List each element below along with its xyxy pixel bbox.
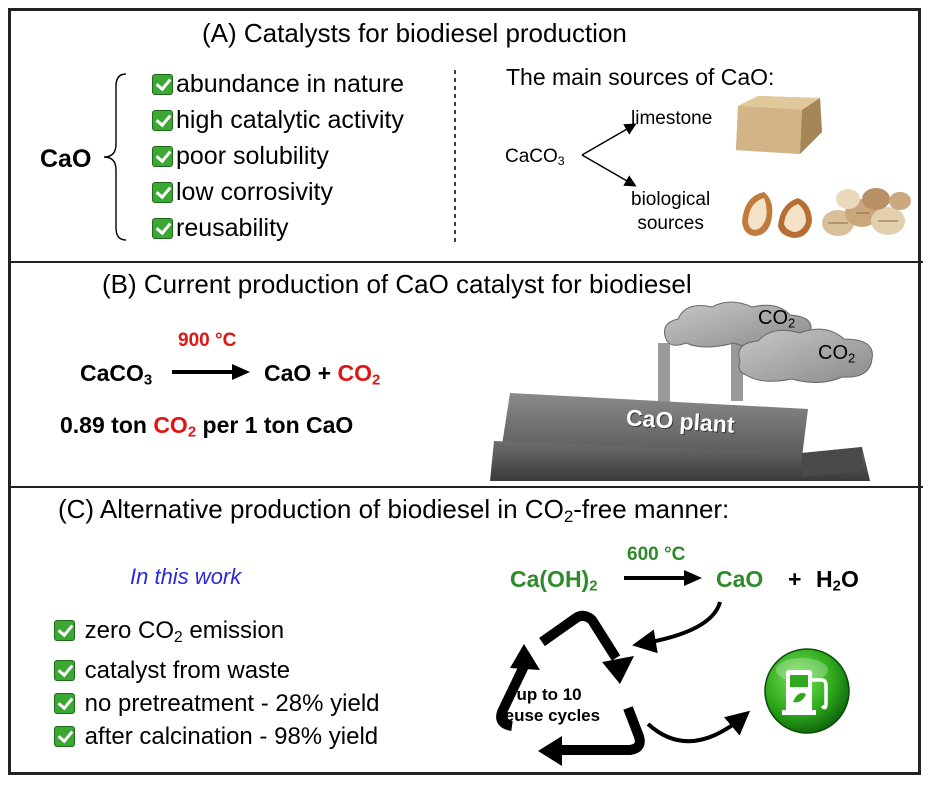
reaction-arrow-c <box>624 570 702 586</box>
cao-product: CaO <box>716 566 764 592</box>
recycle-icon <box>496 601 751 766</box>
cloud-label-1: CO2 <box>758 307 796 331</box>
cloud-label-2: CO2 <box>818 342 856 366</box>
check-icon <box>54 725 75 747</box>
reaction-arrow-b <box>172 364 250 380</box>
benefit-list-a: abundance in nature high catalytic activ… <box>152 66 404 246</box>
dashed-separator <box>454 70 456 245</box>
factory-icon <box>490 301 873 481</box>
check-icon <box>54 620 75 641</box>
check-icon <box>152 182 173 203</box>
sources-title: The main sources of CaO: <box>506 64 775 90</box>
limestone-label: limestone <box>631 108 713 129</box>
brace-icon <box>103 73 127 241</box>
benefit-item: reusability <box>152 210 404 246</box>
products-b: CaO + CO2 <box>264 360 381 389</box>
water-product: H2O <box>816 566 859 595</box>
check-icon <box>152 110 173 131</box>
caco3-label: CaCO3 <box>505 146 565 169</box>
check-icon <box>54 659 75 681</box>
benefit-item: no pretreatment - 28% yield <box>54 687 380 720</box>
cloud-icon <box>738 328 873 383</box>
this-work-label: In this work <box>130 564 242 589</box>
emission-statement: 0.89 ton CO2 per 1 ton CaO <box>60 412 354 441</box>
panel-b-title: (B) Current production of CaO catalyst f… <box>102 269 692 299</box>
divider-b-c <box>8 486 923 488</box>
benefit-item: high catalytic activity <box>152 102 404 138</box>
benefit-item: after calcination - 98% yield <box>54 720 380 753</box>
caoh2-reactant: Ca(OH)2 <box>510 566 598 595</box>
branch-arrows <box>581 123 637 187</box>
eggshell-icon <box>742 192 812 238</box>
panel-c-title: (C) Alternative production of biodiesel … <box>58 494 730 527</box>
benefit-item: abundance in nature <box>152 66 404 102</box>
check-icon <box>152 218 173 239</box>
seashell-icon <box>822 188 911 236</box>
cao-label: CaO <box>40 145 92 173</box>
panel-a-title: (A) Catalysts for biodiesel production <box>202 18 627 48</box>
check-icon <box>152 146 173 167</box>
plus-sign: + <box>788 566 802 592</box>
temperature-600: 600 °C <box>627 544 686 565</box>
benefit-item: zero CO2 emission <box>54 614 380 654</box>
benefit-item: catalyst from waste <box>54 654 380 687</box>
check-icon <box>152 74 173 95</box>
check-icon <box>54 692 75 714</box>
benefit-list-c: zero CO2 emission catalyst from waste no… <box>54 614 380 753</box>
temperature-900: 900 °C <box>178 330 237 351</box>
benefit-item: low corrosivity <box>152 174 404 210</box>
limestone-icon <box>736 96 822 154</box>
benefit-item: poor solubility <box>152 138 404 174</box>
biological-sources-label: biological sources <box>631 189 711 234</box>
reuse-cycles-label: up to 10 reuse cycles <box>498 685 601 725</box>
fuel-pump-icon <box>764 648 850 734</box>
figure-frame <box>8 8 921 775</box>
divider-a-b <box>8 261 923 263</box>
caco3-reactant: CaCO3 <box>80 360 153 389</box>
